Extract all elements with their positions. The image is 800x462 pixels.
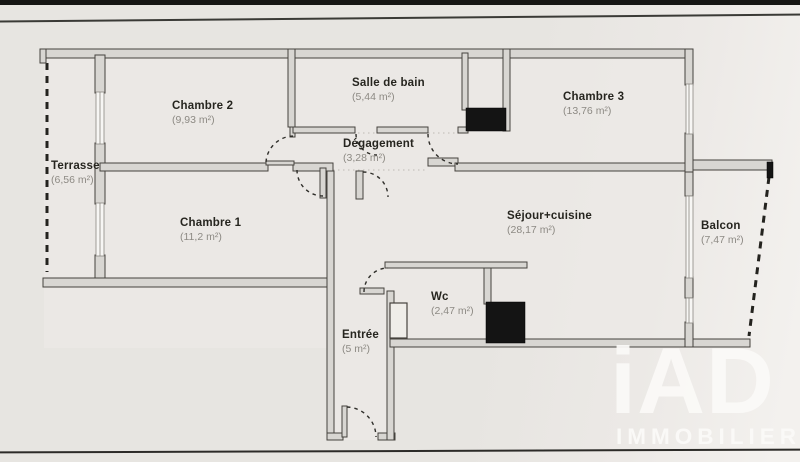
walls <box>39 48 773 441</box>
wall-right-mid <box>684 171 694 197</box>
window-sejour-small <box>685 297 694 324</box>
wall-duct-west <box>461 52 469 111</box>
room-area: (7,47 m²) <box>701 234 744 246</box>
door-leaf-chambre1 <box>319 167 327 199</box>
windows <box>95 83 694 324</box>
wall-right-upper <box>684 48 694 86</box>
door-swings <box>265 133 459 438</box>
guide-lines <box>293 132 462 171</box>
wall-entry-bottom-left <box>326 432 344 441</box>
wall-chambre3-sejour <box>454 162 686 172</box>
door-arc-chambre3 <box>427 133 459 165</box>
wall-right-cross <box>684 132 694 173</box>
room-area: (11,2 m²) <box>180 231 222 243</box>
wall-left-upper <box>94 54 106 94</box>
agency-logo-subtext: IMMOBILIER <box>616 424 800 449</box>
wall-corridor-west <box>326 170 335 441</box>
wall-bottom-sejour <box>389 338 751 348</box>
door-leaf-chambre2 <box>265 160 295 166</box>
room-label-degagement: Dégagement (3,28 m²) <box>343 138 414 164</box>
floor-areas <box>44 50 693 440</box>
balcony-wall-end-cap <box>766 161 774 179</box>
wall-chambre3-west <box>502 48 511 132</box>
room-label-chambre1: Chambre 1 (11,2 m²) <box>180 217 241 243</box>
room-name: Chambre 3 <box>563 91 625 103</box>
room-area: (5,44 m²) <box>352 91 395 103</box>
agency-logo-text: iAD <box>610 328 775 433</box>
door-leaf-entree <box>341 405 348 438</box>
room-name: Entrée <box>342 329 379 341</box>
wall-wc-east <box>483 267 492 305</box>
room-area: (9,93 m²) <box>172 114 215 126</box>
door-arc-sdb <box>355 133 378 156</box>
room-label-entree: Entrée (5 m²) <box>342 329 379 355</box>
wall-chambre3-sejour-step <box>427 157 459 167</box>
wall-entry-east <box>386 290 395 441</box>
room-name: Terrasse <box>51 160 100 172</box>
room-name: Chambre 1 <box>180 217 242 229</box>
wall-chambre2-chambre1 <box>99 162 269 172</box>
room-area: (2,47 m²) <box>431 305 474 317</box>
wall-right-between-windows <box>684 276 694 299</box>
room-label-salle-de-bain: Salle de bain (5,44 m²) <box>352 77 425 103</box>
room-name: Chambre 2 <box>172 100 234 112</box>
room-area: (6,56 m²) <box>51 174 94 186</box>
wall-bottom-left <box>42 277 335 288</box>
agency-logo: iAD IMMOBILIER <box>610 332 800 450</box>
window-sejour-balcony-door <box>685 195 694 279</box>
room-name: Salle de bain <box>352 77 425 89</box>
shaft-sdb <box>465 107 507 132</box>
wall-sdb-bottom-b <box>376 126 429 134</box>
wall-top-left-cap <box>39 48 47 64</box>
room-name: Balcon <box>701 220 741 232</box>
room-name: Dégagement <box>343 138 415 150</box>
photo-top-edge <box>0 0 800 5</box>
room-name: Wc <box>431 291 449 303</box>
dashed-boundaries <box>45 63 771 337</box>
room-label-chambre2: Chambre 2 (9,93 m²) <box>172 100 233 126</box>
room-label-terrasse: Terrasse (6,56 m²) <box>51 160 100 186</box>
room-area: (5 m²) <box>342 343 370 355</box>
wc-duct-box <box>389 302 408 339</box>
room-area: (28,17 m²) <box>507 224 556 236</box>
wall-sejour-west-stub <box>355 170 364 200</box>
wall-degagement-south-west <box>292 162 334 172</box>
wall-chambre2-sdb <box>287 48 296 128</box>
room-area: (13,76 m²) <box>563 105 612 117</box>
wall-balcony-top <box>692 159 773 171</box>
room-label-sejour-cuisine: Séjour+cuisine (28,17 m²) <box>507 210 592 236</box>
wall-sdb-bottom-a <box>292 126 356 134</box>
door-arc-entree <box>346 406 377 438</box>
shaft-wc <box>485 301 526 344</box>
wall-top <box>39 48 694 59</box>
room-area: (3,28 m²) <box>343 152 386 164</box>
window-chambre3 <box>685 83 694 135</box>
shafts <box>465 107 774 344</box>
wall-wc-entry-stub <box>359 287 385 295</box>
wall-wc-top <box>384 261 528 269</box>
room-label-wc: Wc (2,47 m²) <box>431 291 474 317</box>
balcony-open-edge <box>747 176 771 337</box>
room-label-balcon: Balcon (7,47 m²) <box>701 220 744 246</box>
room-name: Séjour+cuisine <box>507 210 592 222</box>
room-label-chambre3: Chambre 3 (13,76 m²) <box>563 91 624 117</box>
